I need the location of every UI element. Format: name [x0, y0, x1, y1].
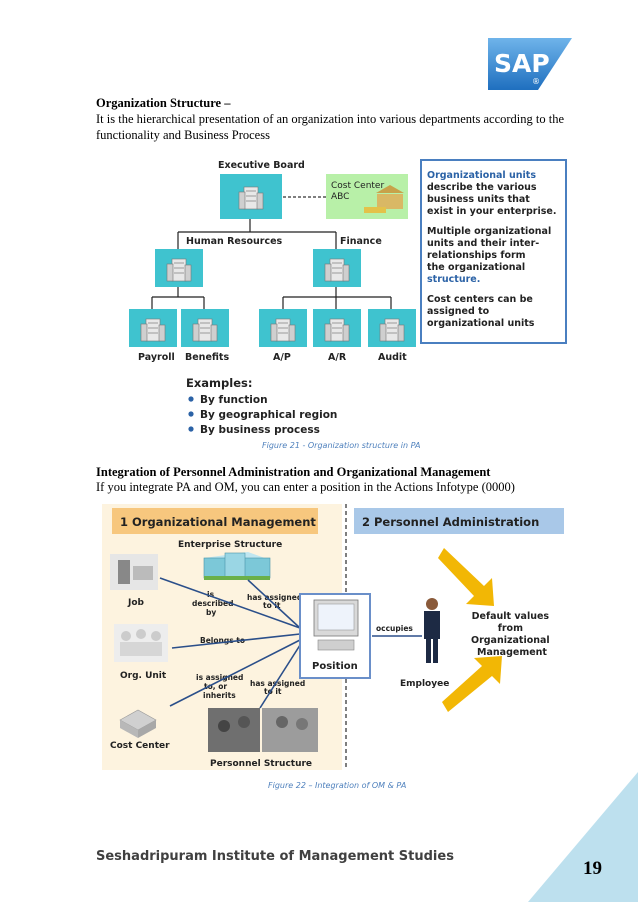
ar-building-icon [313, 309, 361, 347]
figure-21-caption: Figure 21 - Organization structure in PA [262, 441, 421, 450]
enterprise-building-icon [203, 552, 271, 580]
cost-center-icon [119, 709, 157, 738]
ar-label: A/R [328, 352, 347, 363]
ap-building-icon [259, 309, 307, 347]
pa-title-bar [354, 508, 564, 534]
belongs-to-label: Belongs to [200, 636, 245, 645]
side-description-text: Organizational units describe the variou… [427, 170, 560, 329]
cost-center-label: Cost Center [110, 741, 170, 751]
registered-mark: ® [532, 77, 540, 86]
examples-title: Examples: [186, 376, 252, 390]
audit-label: Audit [378, 352, 407, 363]
section-heading-organization-structure: Organization Structure – [96, 96, 231, 110]
om-title-bar [112, 508, 318, 534]
executive-board-building-icon [220, 174, 282, 219]
human-resources-label: Human Resources [186, 236, 283, 247]
section-body-organization-structure: It is the hierarchical presentation of a… [96, 112, 565, 142]
pa-title: 2 Personnel Administration [362, 515, 539, 529]
sap-logo: SAP ® [488, 38, 572, 90]
cost-center-label: Cost Center [331, 181, 384, 191]
integration-om-pa-figure: 1 Organizational Management 2 Personnel … [100, 502, 580, 772]
employee-label: Employee [400, 679, 449, 689]
ap-label: A/P [273, 352, 291, 363]
bullet-icon [188, 396, 194, 402]
job-label: Job [127, 598, 145, 608]
page-number: 19 [583, 858, 602, 879]
occupies-label: occupies [376, 624, 413, 633]
personnel-structure-photos [208, 708, 318, 752]
bank-icon [364, 185, 404, 213]
cost-center-box: Cost Center ABC [326, 174, 408, 219]
position-label: Position [312, 661, 358, 672]
corner-decoration [528, 772, 638, 902]
default-values-label: Default values from Organizational Manag… [471, 611, 553, 658]
personnel-structure-label: Personnel Structure [210, 759, 312, 769]
org-unit-label: Org. Unit [120, 671, 167, 681]
executive-board-label: Executive Board [218, 160, 305, 171]
organization-structure-figure: Executive Board Cost Center ABC Human Re… [129, 159, 567, 436]
human-resources-building-icon [155, 249, 203, 287]
payroll-building-icon [129, 309, 177, 347]
footer-institute-name: Seshadripuram Institute of Management St… [96, 849, 454, 864]
is-described-by-label: is described by [192, 590, 236, 617]
computer-icon [313, 599, 359, 651]
org-unit-icon [114, 624, 168, 662]
has-assigned-to-it-label: has assigned to it [247, 593, 305, 610]
cost-center-abc-label: ABC [331, 192, 349, 202]
benefits-label: Benefits [185, 352, 229, 363]
job-icon [110, 554, 158, 590]
bullet-icon [188, 411, 194, 417]
enterprise-structure-label: Enterprise Structure [178, 540, 282, 550]
figure-22-caption: Figure 22 – Integration of OM & PA [268, 781, 407, 790]
is-assigned-label: is assigned to, or inherits [196, 673, 246, 700]
audit-building-icon [368, 309, 416, 347]
has-assigned-to-it-bottom-label: has assigned to it [250, 679, 308, 696]
example-item: By geographical region [200, 409, 337, 421]
sap-logo-text: SAP [494, 49, 550, 78]
example-item: By business process [200, 424, 320, 436]
finance-building-icon [313, 249, 361, 287]
om-title: 1 Organizational Management [120, 515, 316, 529]
side-description-box: Organizational units describe the variou… [420, 159, 567, 344]
arrow-icon [442, 656, 502, 712]
section-body-integration: If you integrate PA and OM, you can ente… [96, 480, 515, 494]
employee-icon [424, 598, 440, 663]
relation-lines [159, 577, 303, 709]
example-item: By function [200, 394, 268, 406]
benefits-building-icon [181, 309, 229, 347]
bullet-icon [188, 426, 194, 432]
finance-label: Finance [340, 236, 382, 247]
section-heading-integration: Integration of Personnel Administration … [96, 465, 491, 479]
arrow-icon [438, 548, 494, 606]
payroll-label: Payroll [138, 352, 175, 363]
